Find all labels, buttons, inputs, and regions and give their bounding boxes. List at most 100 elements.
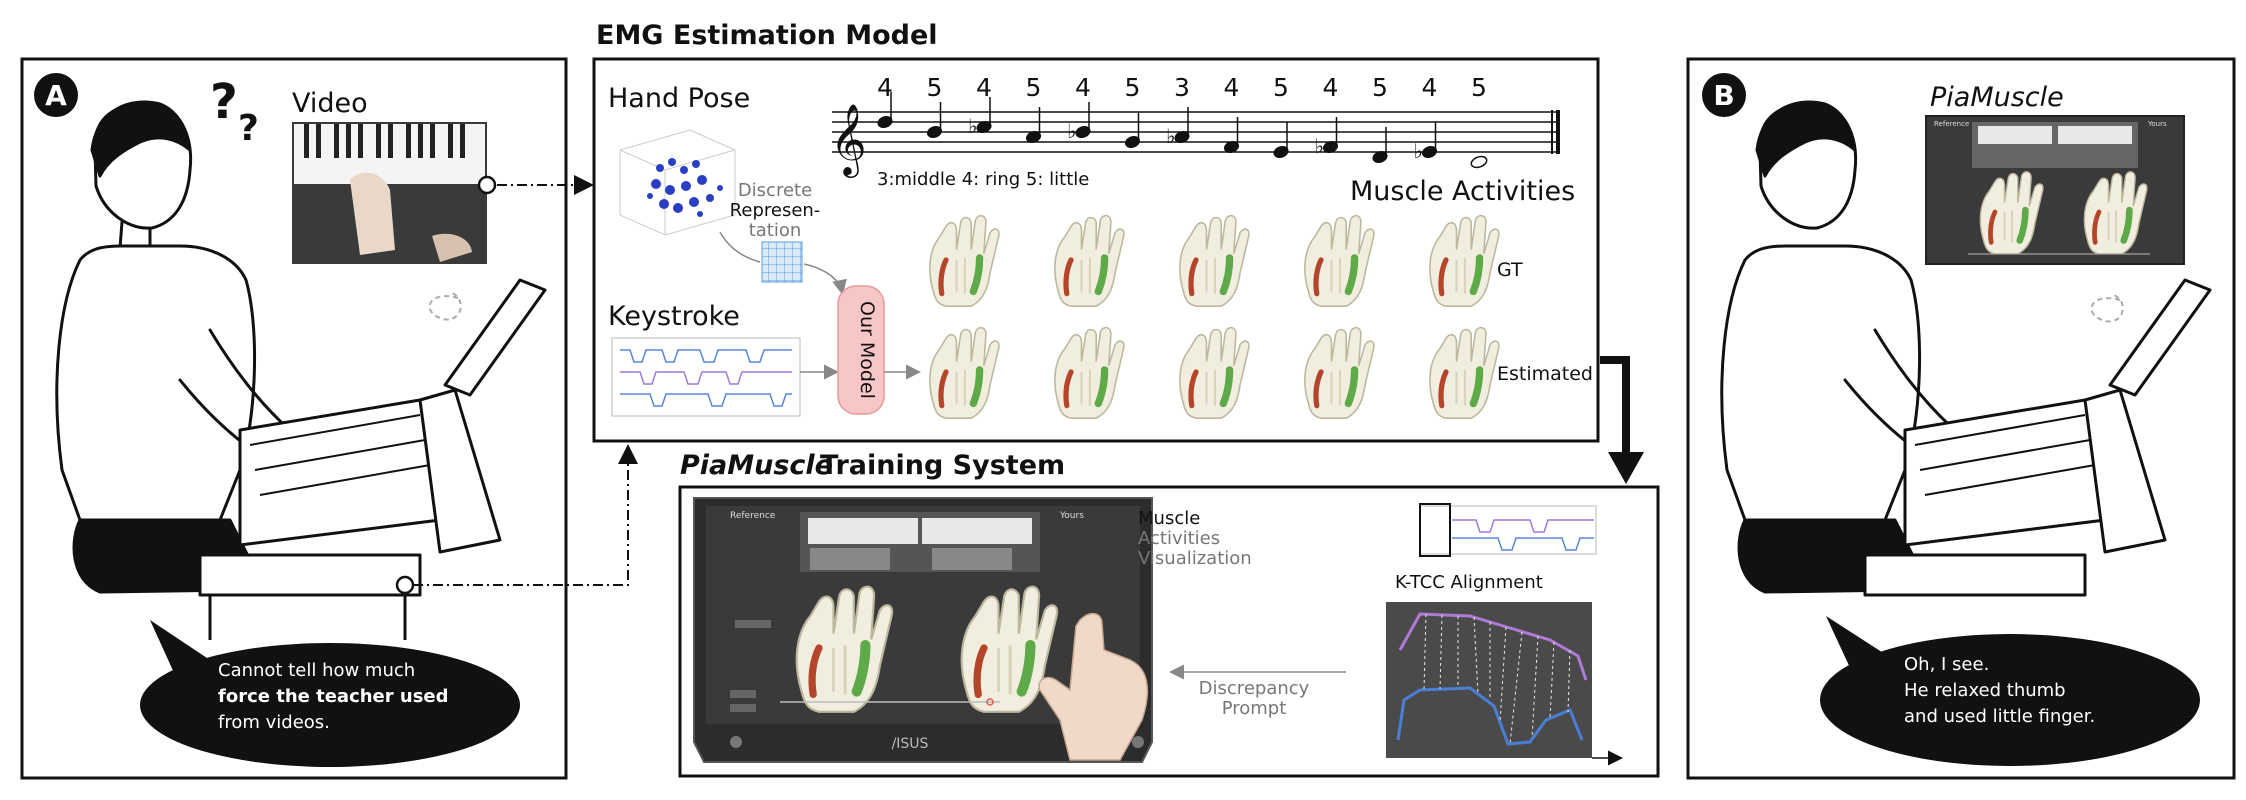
keystroke-plot	[611, 337, 801, 417]
panel-b-app-title: PiaMuscle	[1930, 82, 2064, 113]
gt-hand-2	[1180, 216, 1249, 307]
ktcc-label: K-TCC Alignment	[1395, 572, 1543, 593]
piano-connector	[395, 575, 415, 595]
fingering-5: 5	[1125, 73, 1141, 102]
bubble-b-line2: He relaxed thumb	[1904, 680, 2066, 701]
prompt-label-2: Prompt	[1222, 698, 1287, 719]
finger-legend: 3:middle 4: ring 5: little	[877, 169, 1089, 190]
video-thumbnail	[292, 122, 487, 264]
question-mark-2: ?	[238, 108, 259, 149]
training-panel: PiaMuscle Training System Reference Your…	[678, 450, 1660, 778]
gt-label: GT	[1497, 259, 1523, 281]
muscle-activities-label: Muscle Activities	[1350, 176, 1575, 207]
video-connector	[477, 175, 497, 195]
fingering-4: 4	[1075, 73, 1091, 102]
discrete-label-1: Discrete	[738, 180, 812, 201]
emg-to-training-connector	[1600, 356, 1630, 452]
keystroke-label: Keystroke	[608, 301, 740, 332]
fingering-9: 4	[1323, 73, 1339, 102]
panel-b: B PiaMuscle Reference Yours	[1686, 57, 2236, 780]
tablet-brand: /ISUS	[892, 736, 929, 752]
panel-a-badge-label: A	[45, 79, 67, 112]
discrete-grid	[761, 241, 803, 283]
our-model-block	[837, 285, 885, 415]
pose-to-grid-arrow	[719, 231, 761, 263]
discrete-label-3: tation	[749, 220, 802, 241]
panel-a-badge	[34, 73, 78, 117]
estimated-hand-3	[1305, 328, 1374, 419]
estimated-label: Estimated	[1497, 363, 1593, 385]
panel-a-frame	[20, 57, 568, 780]
fingering-6: 3	[1174, 73, 1190, 102]
emg-panel: EMG Estimation Model Hand Pose Discrete …	[592, 20, 1644, 484]
fingering-7: 4	[1224, 73, 1240, 102]
emg-frame	[592, 57, 1600, 443]
player-illustration	[55, 100, 382, 594]
panel-b-badge	[1702, 73, 1746, 117]
prompt-label-1: Discrepancy	[1199, 678, 1310, 699]
viz-label-3: Visualization	[1138, 548, 1252, 569]
estimated-hand-1	[1055, 328, 1124, 419]
staff-notes: ♭ ♭ ♭ ♭ ♭	[877, 92, 1488, 169]
piano-to-model-arrow	[413, 444, 638, 586]
flat-2: ♭	[968, 114, 977, 138]
fingering-10: 5	[1372, 73, 1388, 102]
gt-hand-4	[1430, 216, 1499, 307]
estimated-hand-4	[1430, 328, 1499, 419]
note-12	[1470, 155, 1488, 169]
flat-9: ♭	[1315, 134, 1324, 158]
bubble-a-line2: force the teacher used	[218, 686, 449, 707]
panel-b-piano	[1863, 278, 2212, 597]
tablet-yours: Yours	[1059, 511, 1084, 521]
fingering-12: 5	[1471, 73, 1487, 102]
panel-a: A ? ? Video	[20, 57, 638, 780]
estimated-hand-2	[1180, 328, 1249, 419]
bubble-b-line3: and used little finger.	[1904, 706, 2095, 727]
flat-11: ♭	[1414, 139, 1423, 163]
music-staff	[832, 110, 1560, 154]
estimated-hand-0	[930, 328, 999, 419]
hand-pose-label: Hand Pose	[608, 83, 750, 114]
fingering-11: 4	[1422, 73, 1438, 102]
emg-title: EMG Estimation Model	[596, 20, 938, 51]
hand-pose-cloud	[619, 129, 736, 236]
gt-hand-0	[930, 216, 999, 307]
muscle-hands	[930, 216, 1499, 419]
viz-label-1: Muscle	[1138, 508, 1200, 529]
treble-clef: 𝄞	[830, 102, 867, 178]
training-frame	[678, 485, 1660, 778]
video-label: Video	[292, 88, 368, 119]
panel-b-reference: Reference	[1934, 120, 1969, 128]
fingering-1: 5	[927, 73, 943, 102]
speech-bubble-b: Oh, I see. He relaxed thumb and used lit…	[1820, 616, 2200, 766]
bubble-b-line1: Oh, I see.	[1904, 654, 1989, 675]
fingering-0: 4	[877, 73, 893, 102]
emg-to-training-arrowhead	[1608, 452, 1644, 484]
panel-b-frame	[1686, 57, 2236, 780]
bubble-a-line3: from videos.	[218, 712, 330, 733]
discrete-label-2: Represen-	[730, 200, 821, 221]
training-title-rest: Training System	[820, 450, 1065, 481]
flat-6: ♭	[1166, 124, 1175, 148]
gt-hand-3	[1305, 216, 1374, 307]
viz-label-2: Activities	[1138, 528, 1220, 549]
bubble-a-line1: Cannot tell how much	[218, 660, 415, 681]
piano-illustration	[198, 278, 547, 640]
training-title-italic: PiaMuscle	[680, 450, 833, 481]
panel-b-thought-curve	[2090, 293, 2124, 323]
panel-b-yours: Yours	[2147, 120, 2167, 128]
panel-b-app-screen: Reference Yours	[1925, 115, 2185, 265]
flat-4: ♭	[1067, 119, 1076, 143]
fingering-3: 5	[1026, 73, 1042, 102]
gt-hand-1	[1055, 216, 1124, 307]
speech-bubble-a: Cannot tell how much force the teacher u…	[140, 620, 520, 767]
fingering-2: 4	[976, 73, 992, 102]
thought-curve	[428, 291, 462, 321]
grid-to-model-arrow	[803, 263, 847, 295]
tablet: Reference Yours /ISUS	[693, 497, 1153, 763]
ktcc-plot	[1419, 503, 1597, 557]
tablet-reference: Reference	[730, 511, 776, 521]
ktcc-alignment	[1386, 602, 1592, 758]
